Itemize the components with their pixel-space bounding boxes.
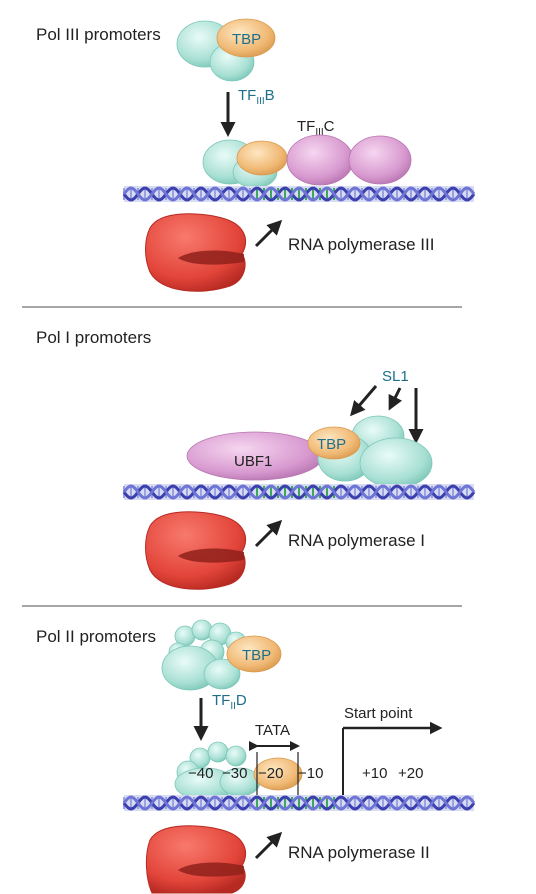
pol2-tf2d-cluster: TBP <box>161 619 282 691</box>
pol3-tf3c-blob <box>348 135 412 185</box>
pol2-polymerase-body <box>145 825 246 894</box>
pol3-tf3b-label: TFIIIB <box>238 87 275 107</box>
pol3-dna-helix <box>122 186 476 202</box>
pol2-position-label: +20 <box>398 765 423 782</box>
section-title-pol3: Pol III promoters <box>36 25 161 44</box>
pol2-tbp-label: TBP <box>242 647 271 664</box>
pol1-tbp-shape <box>307 426 361 460</box>
pol2-taf-blob <box>191 619 213 641</box>
section-title-pol1: Pol I promoters <box>36 328 151 347</box>
pol2-position-label: −10 <box>298 765 323 782</box>
pol2-polymerase-cleft <box>178 862 244 877</box>
pol2-position-label: −30 <box>222 765 247 782</box>
pol3-complex-on-dna <box>202 134 412 189</box>
pol3-tbp-shape <box>236 140 288 176</box>
pol3-tbp-label: TBP <box>232 31 261 48</box>
pol3-recruit-arrow <box>254 219 283 248</box>
pol3-polymerase-label: RNA polymerase III <box>288 235 434 254</box>
pol2-position-label: +10 <box>362 765 387 782</box>
pol1-dna-helix <box>122 484 476 500</box>
pol3-tf3c-prefix: TF <box>297 118 315 135</box>
pol3-polymerase-cleft <box>178 250 244 265</box>
pol2-polymerase-label: RNA polymerase II <box>288 843 430 862</box>
dna-strand <box>122 186 476 202</box>
pol2-tf2d-sub: II <box>230 701 236 712</box>
pol3-polymerase <box>145 213 246 292</box>
pol2-taf-blob <box>225 745 247 767</box>
pol1-sl1-blob <box>359 437 433 489</box>
pol2-tf2d-label: TFIID <box>212 692 247 712</box>
pol1-polymerase <box>145 511 246 590</box>
pol3-tf3b-cluster: TBP <box>176 18 276 82</box>
pol1-sl1-arrow <box>388 387 403 411</box>
pol3-tf3c-blob <box>286 134 354 186</box>
pol1-sl1-arrow <box>350 385 378 417</box>
pol2-tf2d-prefix: TF <box>212 692 230 709</box>
dna-strand <box>122 795 476 811</box>
pol3-tf3c-suffix: C <box>324 118 335 135</box>
pol1-polymerase-label: RNA polymerase I <box>288 531 425 550</box>
pol2-recruit-arrow <box>254 831 283 860</box>
dna-strand <box>122 484 476 500</box>
pol1-ubf1-label: UBF1 <box>234 453 272 470</box>
pol3-tf3b-suffix: B <box>265 87 275 104</box>
pol2-start-point-label: Start point <box>344 705 413 722</box>
pol3-tbp-shape <box>216 18 276 58</box>
pol2-taf-blob <box>203 658 241 690</box>
pol2-tata-label: TATA <box>255 722 290 739</box>
pol2-complex-on-dna <box>174 741 303 801</box>
pol1-tbp-label: TBP <box>317 436 346 453</box>
pol2-polymerase <box>145 825 246 894</box>
pol2-tf2d-suffix: D <box>236 692 247 709</box>
pol1-polymerase-cleft <box>178 548 244 563</box>
pol1-sl1-label: SL1 <box>382 368 409 385</box>
pol2-tbp-shape <box>226 635 282 673</box>
pol2-tbp-shape <box>253 757 303 791</box>
pol2-taf-blob <box>207 741 229 763</box>
pol3-tf3c-label: TFIIIC <box>297 118 335 138</box>
pol2-position-label: −40 <box>188 765 213 782</box>
pol2-dna-helix <box>122 795 476 811</box>
dna-strand <box>122 186 476 202</box>
pol3-tf3c-sub: III <box>315 127 323 138</box>
pol1-recruit-arrow <box>254 519 283 548</box>
pol2-position-label: −20 <box>258 765 283 782</box>
pol1-complex-on-dna: UBF1 TBP <box>186 415 433 489</box>
pol3-tf3b-sub: III <box>256 96 264 107</box>
section-title-pol2: Pol II promoters <box>36 627 156 646</box>
dna-strand <box>122 484 476 500</box>
pol3-tf3b-prefix: TF <box>238 87 256 104</box>
dna-strand <box>122 795 476 811</box>
